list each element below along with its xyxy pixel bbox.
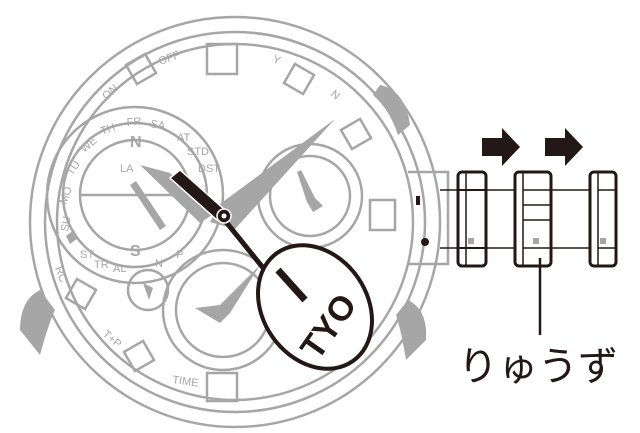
- label-np-p: P: [176, 249, 183, 261]
- callout-circle: [256, 243, 374, 371]
- label-rc: RC: [52, 265, 69, 284]
- compass-north: N: [130, 134, 142, 151]
- case-outline: [28, 15, 442, 429]
- crown-tube: [408, 170, 450, 266]
- hour-hand: [210, 119, 335, 229]
- label-off: OFF: [157, 49, 182, 68]
- left-subdial-hand: [130, 181, 166, 230]
- label-np-n: N: [155, 258, 163, 270]
- mode-subdial: [126, 268, 170, 312]
- label-at: AT: [177, 132, 191, 144]
- crown-position-2: [551, 170, 618, 268]
- svg-text:SA: SA: [149, 118, 166, 132]
- label-st: ST: [80, 249, 94, 261]
- label-n: N: [328, 88, 342, 102]
- right-subdial: [268, 154, 352, 238]
- svg-text:MO: MO: [58, 185, 75, 206]
- crown-position-0: [440, 170, 488, 268]
- bezel-ring: [43, 30, 427, 414]
- city-label: LA: [120, 163, 134, 175]
- label-dst: DST: [198, 163, 220, 175]
- hour-markers: [64, 42, 397, 403]
- label-tp: T+P: [100, 328, 123, 350]
- upper-right-pusher: [373, 85, 410, 135]
- airplane-icon: [66, 230, 78, 244]
- hour-hand-tail: [140, 165, 215, 223]
- callout-hand-tip: [275, 267, 308, 303]
- svg-text:SU: SU: [59, 215, 73, 232]
- svg-text:TH: TH: [99, 122, 117, 138]
- right-subdial-hand: [297, 170, 323, 212]
- lower-left-pusher: [20, 290, 55, 355]
- crown-position-1: [486, 170, 553, 268]
- bottom-subdial-hands: [195, 265, 260, 323]
- pull-arrow-icon-2: [545, 128, 583, 166]
- label-time: TIME: [172, 374, 200, 390]
- day-ring: [45, 105, 225, 285]
- label-tr: TR: [94, 259, 109, 271]
- pull-arrow-icon-1: [482, 128, 520, 166]
- mode-pointer: [143, 283, 153, 300]
- compass-south: S: [130, 243, 141, 260]
- label-std: STD: [187, 146, 209, 158]
- label-y: Y: [271, 54, 283, 68]
- crown-label: りゅうず: [458, 344, 618, 390]
- label-al: AL: [113, 263, 126, 275]
- svg-text:WE: WE: [78, 135, 99, 156]
- svg-text:FR: FR: [126, 116, 142, 129]
